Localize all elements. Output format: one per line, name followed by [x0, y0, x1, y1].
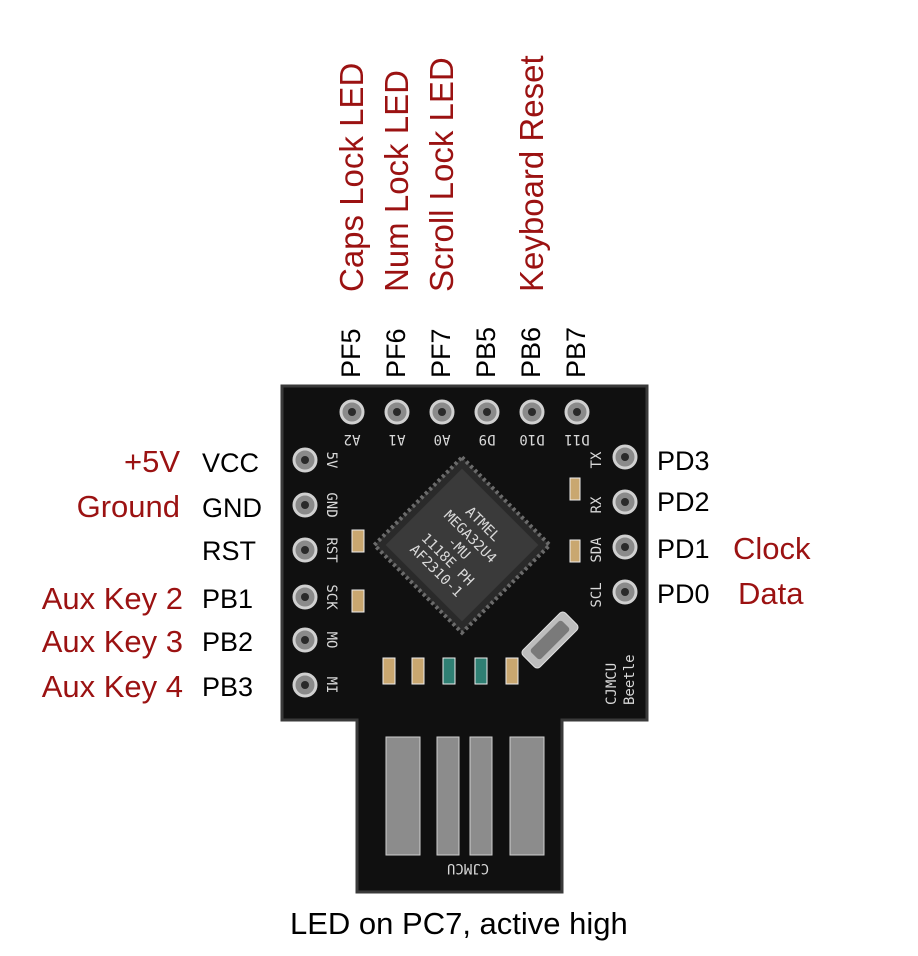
top-pad-holes [348, 408, 581, 416]
right-pin-label: PD0 [657, 579, 710, 609]
right-function-label: Data [738, 576, 804, 611]
silk-a2: A2 [344, 431, 361, 447]
left-pad-holes [301, 456, 309, 689]
silk-brand-1: CJMCU [604, 663, 620, 705]
top-pin-label: PB6 [516, 326, 546, 378]
top-pin-label: PF5 [336, 328, 366, 378]
silk-a0: A0 [434, 431, 451, 447]
right-pad-holes [621, 453, 629, 596]
right-pin-label: PD3 [657, 446, 710, 476]
top-pin-label: PB7 [561, 326, 591, 378]
smd-components [351, 477, 581, 685]
top-function-label: Num Lock LED [378, 70, 415, 292]
silk-sck: SCK [323, 584, 339, 610]
silk-5v: 5V [323, 452, 339, 469]
left-function-label: +5V [123, 444, 180, 479]
mcu-chip: ATMEL MEGA32U4 -MU 1118E PH AF2310-1 [371, 454, 553, 636]
top-silk-labels: A2 A1 A0 D9 D10 D11 [344, 431, 590, 447]
left-function-label: Aux Key 4 [41, 669, 183, 704]
left-pin-label: VCC [202, 448, 260, 478]
caption: LED on PC7, active high [290, 906, 628, 941]
top-pin-label: PF7 [426, 328, 456, 378]
silk-mo: MO [323, 632, 339, 649]
silk-rx: RX [589, 496, 605, 513]
right-pin-label: PD1 [657, 534, 710, 564]
left-function-label: Ground [76, 489, 180, 524]
left-pin-label: PB1 [202, 584, 254, 614]
top-pin-label: PF6 [381, 328, 411, 378]
silk-d9: D9 [479, 431, 496, 447]
left-silk-labels: 5V GND RST SCK MO MI [323, 452, 339, 694]
usb-silk-label: CJMCU [447, 860, 489, 876]
left-pin-label: PB3 [202, 672, 254, 702]
left-pin-label: RST [202, 536, 256, 566]
right-pin-label: PD2 [657, 487, 710, 517]
silk-rst: RST [323, 537, 339, 563]
silk-d11: D11 [564, 431, 589, 447]
top-function-label: Keyboard Reset [513, 55, 550, 292]
left-pin-label: GND [202, 493, 262, 523]
silk-a1: A1 [389, 431, 406, 447]
silk-scl: SCL [589, 582, 605, 607]
silk-d10: D10 [519, 431, 544, 447]
right-function-label: Clock [733, 531, 811, 566]
crystal [521, 611, 579, 669]
usb-contacts [385, 736, 545, 856]
left-pin-label: PB2 [202, 627, 254, 657]
silk-sda: SDA [589, 537, 605, 563]
top-function-label: Scroll Lock LED [423, 57, 460, 292]
top-function-label: Caps Lock LED [333, 62, 370, 292]
left-function-label: Aux Key 3 [41, 624, 183, 659]
silk-brand-2: Beetle [622, 654, 638, 705]
silk-gnd: GND [323, 492, 339, 517]
silk-mi: MI [323, 677, 339, 694]
right-silk-labels: TX RX SDA SCL [589, 451, 605, 608]
pcb-outline [280, 384, 649, 894]
top-pin-label: PB5 [471, 326, 501, 378]
left-function-label: Aux Key 2 [41, 581, 183, 616]
silk-tx: TX [589, 451, 605, 468]
